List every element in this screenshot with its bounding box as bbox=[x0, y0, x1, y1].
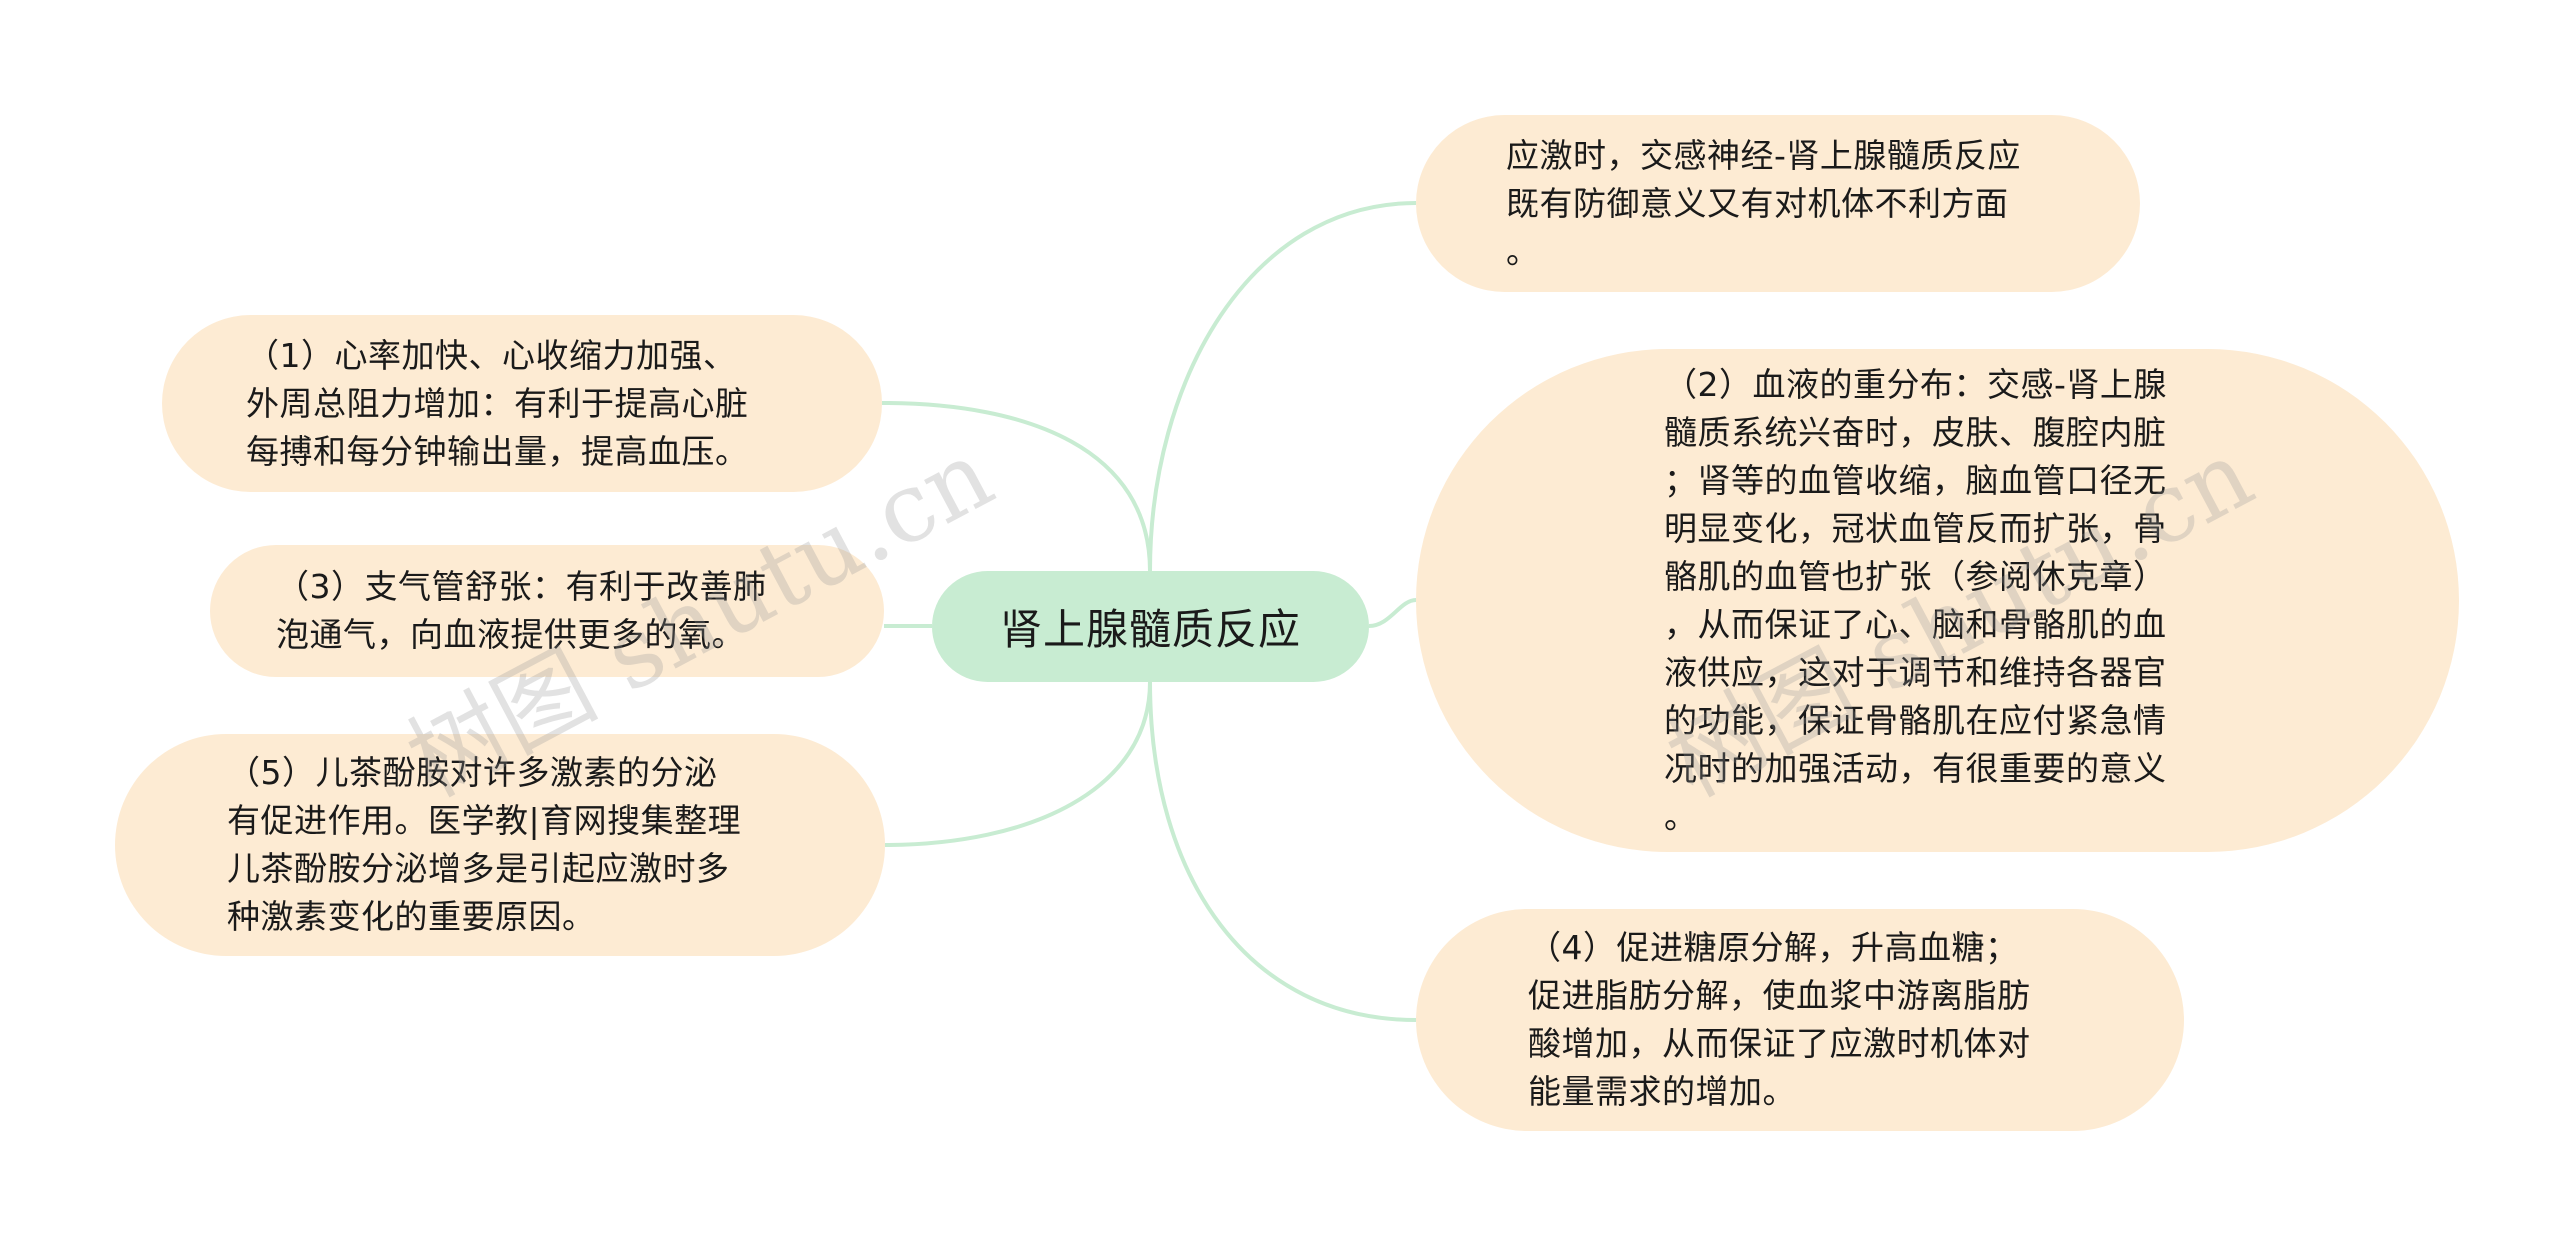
branch-hormone-secretion-text: （5）儿茶酚胺对许多激素的分泌 有促进作用。医学教|育网搜集整理 儿茶酚胺分泌增… bbox=[227, 753, 742, 936]
connector-right-1 bbox=[1148, 201, 1417, 572]
branch-stress-meaning[interactable]: 应激时，交感神经-肾上腺髓质反应 既有防御意义又有对机体不利方面 。 bbox=[1416, 115, 2140, 292]
connector-right-2 bbox=[1368, 598, 1417, 628]
connector-right-3 bbox=[1148, 681, 1417, 1022]
branch-blood-redistribution-text: （2）血液的重分布：交感-肾上腺 髓质系统兴奋时，皮肤、腹腔内脏 ；肾等的血管收… bbox=[1664, 364, 2167, 836]
branch-glycogenolysis[interactable]: （4）促进糖原分解，升高血糖； 促进脂肪分解，使血浆中游离脂肪 酸增加，从而保证… bbox=[1416, 909, 2184, 1131]
branch-glycogenolysis-text: （4）促进糖原分解，升高血糖； 促进脂肪分解，使血浆中游离脂肪 酸增加，从而保证… bbox=[1528, 928, 2031, 1111]
branch-bronchodilation-text: （3）支气管舒张：有利于改善肺 泡通气，向血液提供更多的氧。 bbox=[276, 567, 767, 654]
central-topic-label: 肾上腺髓质反应 bbox=[999, 605, 1301, 654]
branch-heart-rate-text: （1）心率加快、心收缩力加强、 外周总阻力增加：有利于提高心脏 每搏和每分钟输出… bbox=[246, 335, 749, 471]
connector-left-1 bbox=[881, 401, 1152, 572]
branch-heart-rate[interactable]: （1）心率加快、心收缩力加强、 外周总阻力增加：有利于提高心脏 每搏和每分钟输出… bbox=[162, 315, 882, 492]
branch-hormone-secretion[interactable]: （5）儿茶酚胺对许多激素的分泌 有促进作用。医学教|育网搜集整理 儿茶酚胺分泌增… bbox=[115, 734, 885, 956]
branch-bronchodilation[interactable]: （3）支气管舒张：有利于改善肺 泡通气，向血液提供更多的氧。 bbox=[210, 545, 884, 677]
branch-blood-redistribution[interactable]: （2）血液的重分布：交感-肾上腺 髓质系统兴奋时，皮肤、腹腔内脏 ；肾等的血管收… bbox=[1416, 349, 2459, 852]
branch-stress-meaning-text: 应激时，交感神经-肾上腺髓质反应 既有防御意义又有对机体不利方面 。 bbox=[1506, 135, 2021, 271]
connector-left-3 bbox=[884, 681, 1152, 847]
central-topic[interactable]: 肾上腺髓质反应 bbox=[932, 571, 1369, 682]
